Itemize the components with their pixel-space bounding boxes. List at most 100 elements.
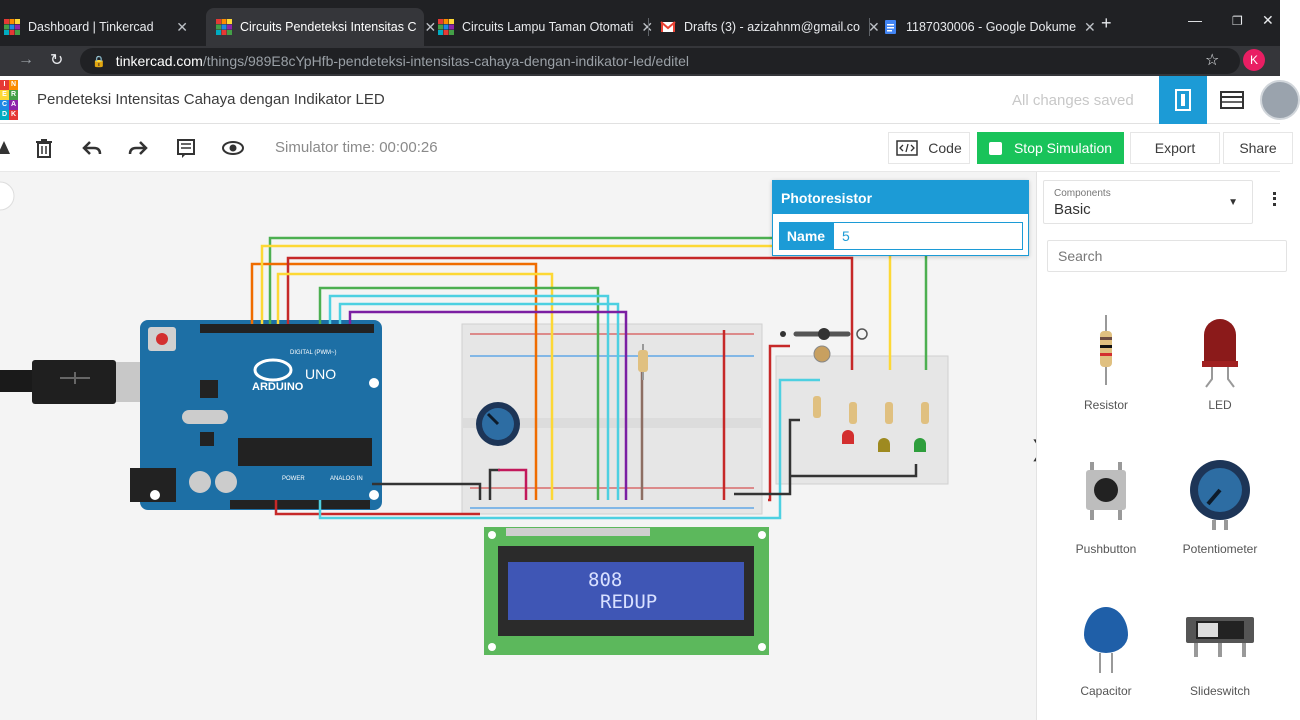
component-slideswitch[interactable]: Slideswitch	[1165, 596, 1275, 698]
url-path: /things/989E8cYpHfb-pendeteksi-intensita…	[202, 53, 690, 69]
component-name: Resistor	[1083, 398, 1128, 412]
resistor[interactable]	[638, 344, 648, 380]
code-label: Code	[928, 140, 962, 156]
lcd-display[interactable]	[484, 527, 769, 655]
tab-title: 1187030006 - Google Dokume	[906, 20, 1077, 34]
jumper-wires[interactable]	[250, 236, 928, 520]
logo-letter: K	[9, 110, 18, 120]
export-button[interactable]: Export	[1130, 132, 1220, 164]
components-dropdown[interactable]: Components Basic ▼	[1043, 180, 1253, 224]
led-icon	[1202, 319, 1238, 388]
gmail-favicon-icon	[660, 19, 676, 35]
component-name: LED	[1208, 398, 1232, 412]
component-pushbutton[interactable]: Pushbutton	[1051, 454, 1161, 556]
reload-icon[interactable]: ↻	[50, 52, 64, 69]
close-tab-icon[interactable]: ✕	[1084, 18, 1096, 35]
arduino-model-text: UNO	[305, 366, 336, 382]
component-list-view-button[interactable]	[1208, 76, 1256, 124]
breadboard-view-icon	[1175, 89, 1191, 111]
minimize-icon[interactable]: —	[1188, 12, 1202, 28]
component-capacitor[interactable]: Capacitor	[1051, 596, 1161, 698]
close-tab-icon[interactable]: ✕	[867, 18, 880, 35]
led-indicators[interactable]	[813, 396, 929, 452]
slideswitch-icon	[1186, 617, 1254, 657]
components-dropdown-label: Components	[1054, 188, 1111, 199]
rotate-icon[interactable]	[0, 136, 16, 160]
delete-icon[interactable]	[32, 136, 56, 160]
browser-tab-lampu-taman[interactable]: Circuits Lampu Taman Otomati ✕	[428, 8, 653, 46]
circuit-drawing[interactable]: ARDUINO UNO DIGITAL (PWM~) POWER ANALOG …	[0, 172, 1036, 720]
tab-separator	[869, 18, 870, 36]
project-title[interactable]: Pendeteksi Intensitas Cahaya dengan Indi…	[37, 91, 385, 108]
browser-tab-gmail[interactable]: Drafts (3) - azizahnm@gmail.co ✕	[650, 8, 880, 46]
component-search[interactable]	[1047, 240, 1287, 272]
component-potentiometer[interactable]: Potentiometer	[1165, 454, 1275, 556]
bookmark-star-icon[interactable]: ☆	[1205, 52, 1220, 69]
logo-letter: E	[0, 90, 9, 100]
notes-icon[interactable]	[174, 136, 198, 160]
tab-title: Circuits Lampu Taman Otomati	[462, 20, 634, 34]
eye-icon[interactable]	[221, 136, 245, 160]
tinkercad-favicon-icon	[4, 19, 20, 35]
restore-icon[interactable]: ❐	[1232, 14, 1243, 28]
list-view-icon	[1220, 91, 1244, 109]
code-button[interactable]: Code	[888, 132, 970, 164]
close-tab-icon[interactable]: ✕	[176, 18, 188, 35]
browser-tab-strip: Dashboard | Tinkercad ✕ Circuits Pendete…	[0, 0, 1280, 46]
fit-view-icon[interactable]	[0, 181, 15, 211]
potentiometer-icon	[1190, 460, 1250, 530]
redo-icon[interactable]	[126, 136, 150, 160]
components-dropdown-value: Basic	[1054, 201, 1091, 218]
arduino-uno-board[interactable]	[130, 320, 382, 510]
power-pin-label: POWER	[282, 476, 305, 482]
lock-icon: 🔒	[92, 55, 106, 68]
digital-pin-label: DIGITAL (PWM~)	[290, 350, 337, 356]
component-resistor[interactable]: Resistor	[1051, 310, 1161, 412]
name-field-label: Name	[779, 222, 833, 250]
app-header: I N E R C A D K Pendeteksi Intensitas Ca…	[0, 76, 1300, 124]
browser-address-bar: → ↻ 🔒 tinkercad.com /things/989E8cYpHfb-…	[0, 46, 1280, 76]
component-name: Slideswitch	[1189, 684, 1251, 698]
browser-tab-google-docs[interactable]: 1187030006 - Google Dokume ✕	[872, 8, 1096, 46]
tinkercad-logo[interactable]: I N E R C A D K	[0, 80, 18, 120]
component-name: Potentiometer	[1182, 542, 1258, 556]
close-tab-icon[interactable]: ✕	[424, 18, 437, 35]
potentiometer[interactable]	[476, 402, 520, 446]
logo-letter: N	[9, 80, 18, 90]
profile-avatar[interactable]: K	[1243, 49, 1265, 71]
component-inspector: Photoresistor Name 5	[772, 180, 1029, 256]
editor-toolbar: Simulator time: 00:00:26 Code Stop Simul…	[0, 124, 1293, 172]
tab-title: Drafts (3) - azizahnm@gmail.co	[684, 20, 860, 34]
circuit-canvas[interactable]: ARDUINO UNO DIGITAL (PWM~) POWER ANALOG …	[0, 172, 1036, 720]
lcd-line-1: 808	[588, 569, 622, 591]
components-panel: Components Basic ▼ Resistor LED Pushbutt…	[1036, 172, 1287, 720]
stop-simulation-button[interactable]: Stop Simulation	[977, 132, 1124, 164]
name-field-input[interactable]: 5	[833, 222, 1023, 250]
grid-view-icon[interactable]	[1273, 192, 1279, 206]
user-avatar[interactable]	[1260, 80, 1300, 120]
url-omnibox[interactable]: 🔒 tinkercad.com /things/989E8cYpHfb-pend…	[80, 48, 1240, 74]
analog-pin-label: ANALOG IN	[330, 476, 363, 482]
resistor-icon	[1100, 315, 1112, 385]
logo-letter: D	[0, 110, 9, 120]
forward-icon[interactable]: →	[18, 51, 34, 68]
close-window-icon[interactable]: ✕	[1262, 12, 1274, 28]
share-button[interactable]: Share	[1223, 132, 1293, 164]
logo-letter: I	[0, 80, 9, 90]
secondary-breadboard[interactable]	[775, 355, 949, 485]
undo-icon[interactable]	[80, 136, 104, 160]
pushbutton-icon	[1086, 462, 1126, 520]
logo-letter: A	[9, 100, 18, 110]
browser-tab-circuits-active[interactable]: Circuits Pendeteksi Intensitas C ✕	[206, 8, 436, 46]
component-name: Pushbutton	[1075, 542, 1137, 556]
close-tab-icon[interactable]: ✕	[641, 19, 653, 36]
component-search-input[interactable]	[1048, 241, 1286, 271]
photoresistor[interactable]	[780, 328, 868, 363]
circuit-view-button[interactable]	[1159, 76, 1207, 124]
new-tab-button[interactable]: +	[1101, 13, 1112, 33]
capacitor-icon	[1084, 607, 1128, 673]
browser-tab-dashboard[interactable]: Dashboard | Tinkercad ✕	[0, 8, 198, 46]
save-status: All changes saved	[1012, 92, 1134, 109]
stop-icon	[988, 141, 1002, 155]
component-led[interactable]: LED	[1165, 310, 1275, 412]
